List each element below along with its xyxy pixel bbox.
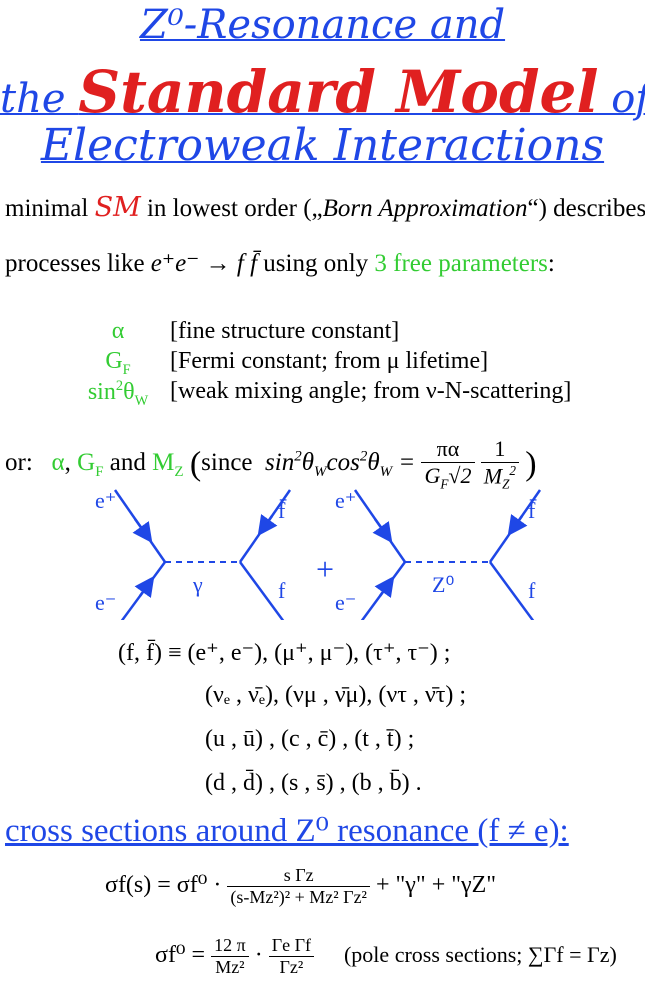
formula1-fraction: s Γz(s-Mz²)² + Mz² Γz²	[227, 865, 370, 908]
title-standard-model: Standard Model	[78, 58, 599, 126]
fermion-line-2: (νₑ , ν̄ₑ), (νμ , ν̄μ), (ντ , ν̄τ) ;	[205, 682, 467, 708]
alt-gf: GF	[77, 449, 104, 481]
label-ep-left: e⁺	[95, 488, 116, 513]
formula2-den2: Γz²	[279, 957, 304, 977]
intro-text: “) describes	[527, 195, 645, 222]
param-alpha: α	[111, 318, 125, 344]
label-f-left: f	[278, 578, 286, 603]
fermion-line-4: (d , d̄) , (s , s̄) , (b , b̄) .	[205, 770, 422, 796]
born-approximation: Born Approximation	[322, 195, 528, 222]
plus-sign: +	[316, 551, 334, 587]
fbar-arrow	[257, 514, 278, 537]
formula2-num2: Γe Γf	[268, 935, 314, 957]
formula2-num1: 12 π	[211, 935, 249, 957]
label-z0: Z⁰	[432, 572, 454, 597]
ep-arrow	[132, 518, 153, 544]
sm-symbol: SM	[94, 192, 141, 223]
title-the: the	[0, 76, 79, 122]
free-parameters: 3 free parameters	[374, 250, 548, 277]
comma: ,	[64, 449, 71, 477]
param-sin2thetaw-desc: [weak mixing angle; from ν-N-scattering]	[170, 378, 572, 404]
process-formula: e⁺e⁻ → f f̄	[150, 250, 258, 277]
formula2-den1: Mz²	[215, 957, 245, 977]
label-f-right: f	[528, 578, 536, 603]
label-ep-right: e⁺	[335, 488, 356, 513]
title-of: of	[598, 76, 645, 122]
formula-cross-section: σf(s) = σf⁰ · s Γz(s-Mz²)² + Mz² Γz² + "…	[105, 865, 496, 908]
since-label: since	[201, 449, 253, 477]
formula1-num: s Γz	[227, 865, 370, 887]
f-line-r	[488, 561, 535, 620]
param-gf-desc: [Fermi constant; from μ lifetime]	[170, 348, 489, 374]
intro-line-1: minimal SM in lowest order („Born Approx…	[5, 192, 645, 223]
label-em-right: e⁻	[335, 590, 356, 615]
num1: πα	[421, 436, 475, 464]
formula1-den: (s-Mz²)² + Mz² Γz²	[230, 887, 367, 907]
param-gf: GF	[105, 348, 131, 378]
title-line-2: the Standard Model of	[0, 58, 645, 126]
formula1-rhs: + "γ" + "γZ"	[375, 872, 497, 899]
or-label: or:	[5, 449, 33, 477]
param-sin2thetaw: sin2θW	[87, 378, 149, 409]
den1: GF√2	[424, 463, 472, 492]
em-arrow-r	[374, 575, 395, 598]
em-line-r	[360, 561, 407, 620]
fermion-line-3: (u , ū) , (c , c̄) , (t , t̄) ;	[205, 726, 415, 752]
close-paren: )	[525, 445, 537, 483]
label-fbar-left: f̄	[278, 498, 287, 523]
intro-line-2: processes like e⁺e⁻ → f f̄ using only 3 …	[5, 248, 555, 278]
em-arrow	[134, 575, 155, 598]
diagram-photon	[113, 489, 292, 620]
ep-arrow-r	[372, 518, 393, 544]
lhs-expression: sin2θWcos2θW =	[265, 448, 416, 481]
den2: MZ2	[483, 463, 517, 492]
intro-text: using only	[257, 250, 375, 277]
em-line	[120, 561, 167, 620]
fermion-line-1: (f, f̄) ≡ (e⁺, e⁻), (μ⁺, μ⁻), (τ⁺, τ⁻) ;	[118, 640, 451, 666]
label-em-left: e⁻	[95, 590, 116, 615]
intro-text: :	[547, 250, 555, 277]
and-label: and	[109, 449, 146, 477]
f-line	[238, 561, 285, 620]
num2: 1	[480, 436, 520, 463]
fbar-arrow-r	[507, 514, 528, 537]
alt-alpha: α	[51, 449, 65, 477]
intro-text: in lowest order („	[140, 195, 323, 222]
section-heading: cross sections around Z⁰ resonance (f ≠ …	[5, 813, 569, 849]
feynman-diagrams: e⁺ e⁻ γ f̄ f + e⁺ e⁻ Z⁰ f̄ f	[95, 488, 542, 620]
title-line-3: Electroweak Interactions	[40, 120, 605, 171]
pole-note: (pole cross sections; ∑Γf = Γz)	[343, 942, 617, 968]
formula2-lhs: σf⁰ =	[155, 942, 206, 969]
alt-mz: MZ	[152, 449, 184, 481]
open-paren: (	[189, 445, 202, 483]
intro-text: minimal	[5, 195, 95, 222]
param-alpha-desc: [fine structure constant]	[170, 318, 400, 344]
intro-text: processes like	[5, 250, 151, 277]
diagram-z	[353, 489, 542, 620]
label-fbar-right: f̄	[528, 498, 537, 523]
label-gamma: γ	[192, 572, 203, 597]
title-line-1: Z⁰-Resonance and	[139, 2, 506, 48]
alt-params-line: or: α, GF and MZ (since sin2θWcos2θW = π…	[5, 436, 537, 493]
formula1-lhs: σf(s) = σf⁰ ·	[105, 872, 222, 899]
